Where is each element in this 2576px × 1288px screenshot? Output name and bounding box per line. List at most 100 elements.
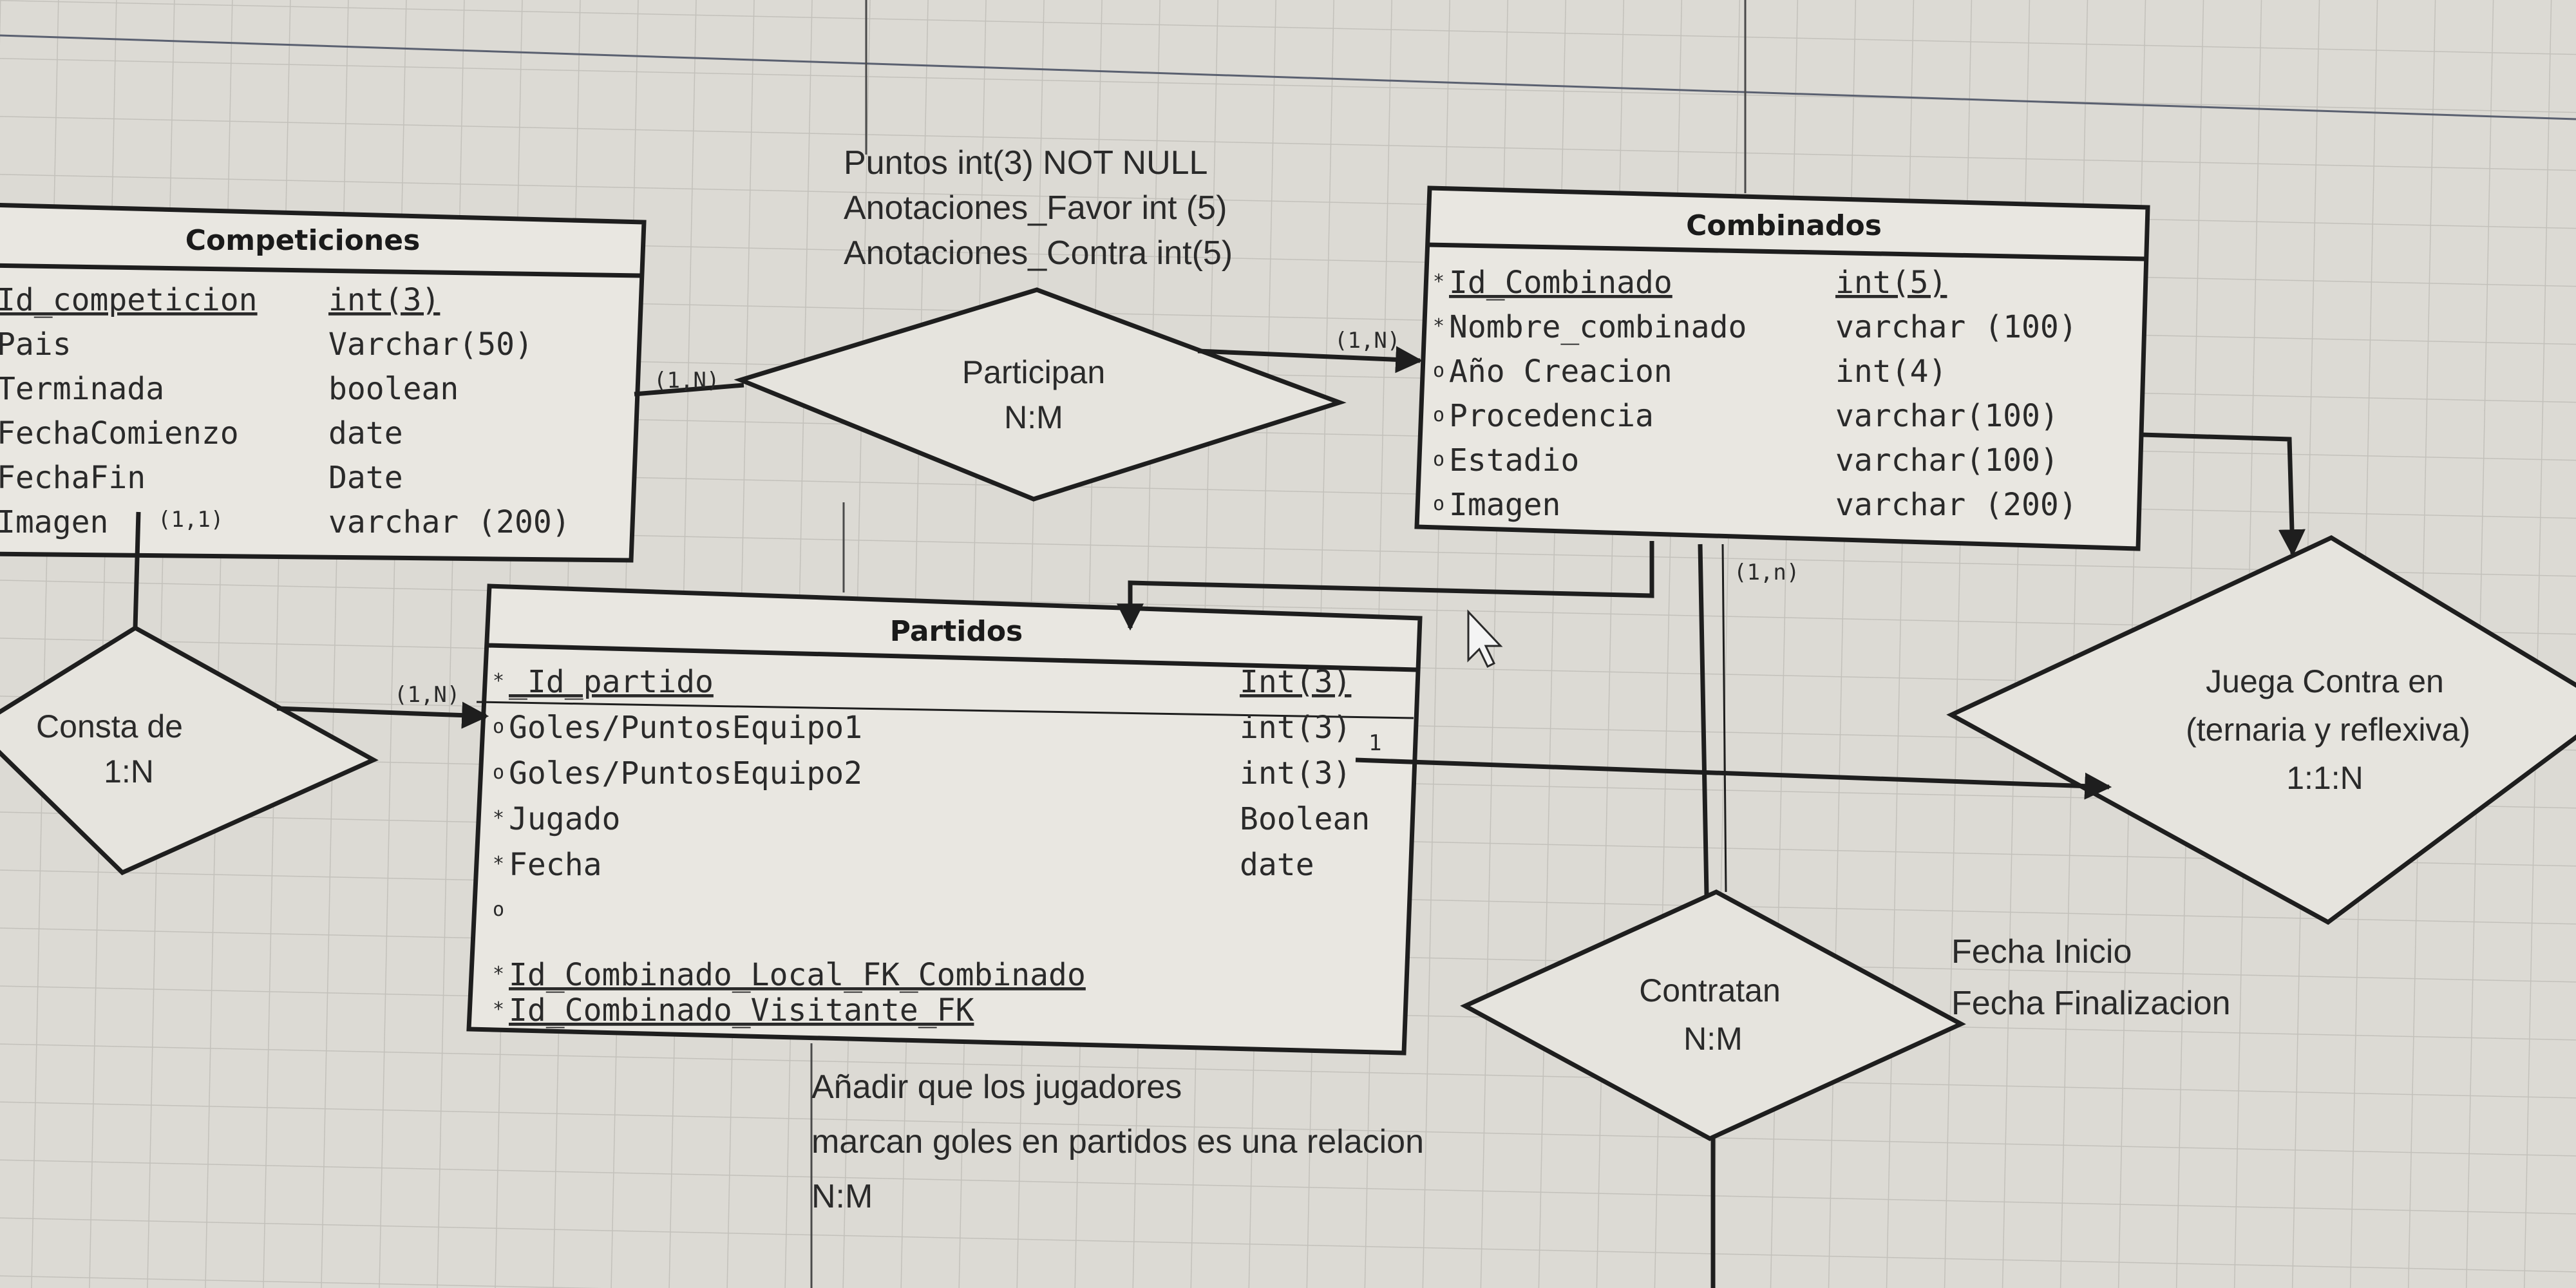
attribute-type: varchar (200) — [1835, 487, 2078, 523]
relationship-cardinality: N:M — [1004, 399, 1063, 435]
relationship-cardinality: N:M — [1683, 1021, 1743, 1057]
attribute-marker: o — [493, 715, 504, 738]
attribute-name: Imagen — [1449, 487, 1560, 523]
attribute-type: Boolean — [1240, 801, 1370, 837]
attribute-type: Int(3) — [1240, 664, 1351, 700]
connector-combinados-contratan — [1698, 544, 1709, 896]
connector-participan-combinados — [1197, 346, 1423, 374]
attribute-marker: o — [1433, 493, 1444, 515]
relationship-juega-contra[interactable]: Juega Contra en (ternaria y reflexiva) 1… — [1946, 535, 2576, 925]
cardinality-label: 1 — [1368, 730, 1381, 756]
attribute-name: Pais — [0, 327, 71, 363]
attribute-type: Varchar(50) — [328, 327, 533, 363]
connector-consta-partidos — [276, 701, 489, 729]
attribute-marker: * — [493, 963, 504, 985]
entity-competiciones[interactable]: Competiciones Id_competicion int(3) Pais Va… — [0, 203, 647, 563]
relationship-cardinality: 1:N — [104, 753, 154, 790]
attribute-name: Imagen — [0, 504, 108, 540]
attribute-name: Jugado — [509, 801, 620, 837]
relationship-participan[interactable]: Participan N:M — [734, 287, 1347, 502]
connector-competiciones-consta — [133, 511, 141, 629]
note-line: Fecha Inicio — [1951, 933, 2132, 971]
attribute-marker: * — [493, 670, 504, 692]
cardinality-label: (1,N) — [654, 368, 719, 393]
note-line: Anotaciones_Favor int (5) — [844, 189, 1227, 227]
cardinality-label: (1,n) — [1734, 560, 1799, 585]
attribute-type: boolean — [328, 371, 459, 407]
attribute-name: Terminada — [0, 371, 164, 407]
attribute-marker: o — [1433, 359, 1444, 382]
attribute-type: varchar(100) — [1835, 442, 2059, 478]
note-line: Fecha Finalizacion — [1951, 985, 2231, 1022]
note-line: Anotaciones_Contra int(5) — [844, 234, 1233, 272]
attribute-name: _Id_partido — [509, 664, 714, 700]
attribute-type: date — [1240, 847, 1314, 883]
attribute-marker: * — [493, 853, 504, 875]
attribute-type: int(3) — [1240, 755, 1351, 791]
attribute-name: Estadio — [1449, 442, 1579, 478]
entity-combinados[interactable]: Combinados *Id_Combinado int(5) *Nombre_co… — [1414, 185, 2150, 551]
attribute-marker: o — [493, 898, 504, 921]
relationship-cardinality: 1:1:N — [2286, 760, 2363, 796]
attribute-marker: o — [1433, 448, 1444, 471]
connector-combinados-contratan-double — [1721, 544, 1727, 893]
attribute-type: int(4) — [1835, 354, 1947, 390]
connector-partidos-juega — [1355, 757, 2112, 800]
attribute-type: varchar (100) — [1835, 309, 2078, 345]
attribute-marker: o — [493, 761, 504, 784]
relationship-name: Participan — [962, 354, 1105, 390]
note-line: N:M — [811, 1178, 873, 1215]
connector-combinados-juega — [2141, 432, 2306, 557]
attribute-name: Id_Combinado — [1449, 265, 1672, 301]
note-line: marcan goles en partidos es una relacion — [811, 1123, 1424, 1160]
pk-separator — [476, 701, 1414, 719]
attribute-name: FechaComienzo — [0, 415, 239, 451]
attribute-type: int(3) — [1240, 710, 1351, 746]
attribute-type: date — [328, 415, 403, 451]
attribute-marker: * — [1433, 315, 1444, 337]
connector-combinados-partidos — [1117, 541, 1654, 631]
attribute-type: Date — [328, 460, 403, 496]
attribute-type: varchar(100) — [1835, 398, 2059, 434]
cardinality-label: (1,1) — [158, 507, 223, 533]
note-line: Puntos int(3) NOT NULL — [844, 144, 1208, 182]
attribute-marker: o — [1433, 404, 1444, 426]
connectors — [133, 346, 2306, 1288]
attribute-name: Año Creacion — [1449, 354, 1672, 390]
relationship-name: Contratan — [1639, 972, 1781, 1009]
attribute-name: FechaFin — [0, 460, 146, 496]
mouse-cursor-icon — [1467, 609, 1503, 668]
foreign-key-attribute: Id_Combinado_Visitante_FK — [509, 992, 974, 1028]
cardinality-label: (1,N) — [1334, 328, 1400, 354]
entity-title: Competiciones — [185, 224, 421, 257]
entity-title: Partidos — [890, 615, 1023, 648]
relationship-subtitle: (ternaria y reflexiva) — [2186, 712, 2470, 748]
relationship-contratan[interactable]: Contratan N:M — [1460, 889, 1966, 1141]
connector-competiciones-participan — [634, 383, 744, 397]
entity-title: Combinados — [1686, 209, 1882, 242]
note-line: Añadir que los jugadores — [811, 1068, 1182, 1106]
attribute-name: Id_competicion — [0, 282, 258, 318]
attribute-name: Procedencia — [1449, 398, 1654, 434]
attribute-name: Fecha — [509, 847, 602, 883]
attribute-name: Goles/PuntosEquipo2 — [509, 755, 862, 791]
attribute-marker: * — [1433, 270, 1444, 293]
relationship-name: Juega Contra en — [2206, 663, 2444, 699]
relationship-name: Consta de — [36, 708, 183, 744]
relationship-consta-de[interactable]: Consta de 1:N — [0, 625, 379, 876]
attribute-name: Nombre_combinado — [1449, 309, 1747, 345]
attribute-marker: * — [493, 807, 504, 829]
attribute-type: varchar (200) — [328, 504, 571, 540]
attribute-name: Goles/PuntosEquipo1 — [509, 710, 862, 746]
note-participan-attributes: Puntos int(3) NOT NULL Anotaciones_Favor … — [844, 144, 1233, 272]
page-border-line — [0, 34, 2576, 120]
note-todo: Añadir que los jugadores marcan goles en … — [811, 1068, 1424, 1215]
attribute-type: int(5) — [1835, 265, 1947, 301]
cardinality-label: (1,N) — [394, 682, 460, 708]
attribute-marker: * — [493, 998, 504, 1021]
foreign-key-attribute: Id_Combinado_Local_FK_Combinado — [509, 957, 1086, 993]
attribute-type: int(3) — [328, 282, 440, 318]
